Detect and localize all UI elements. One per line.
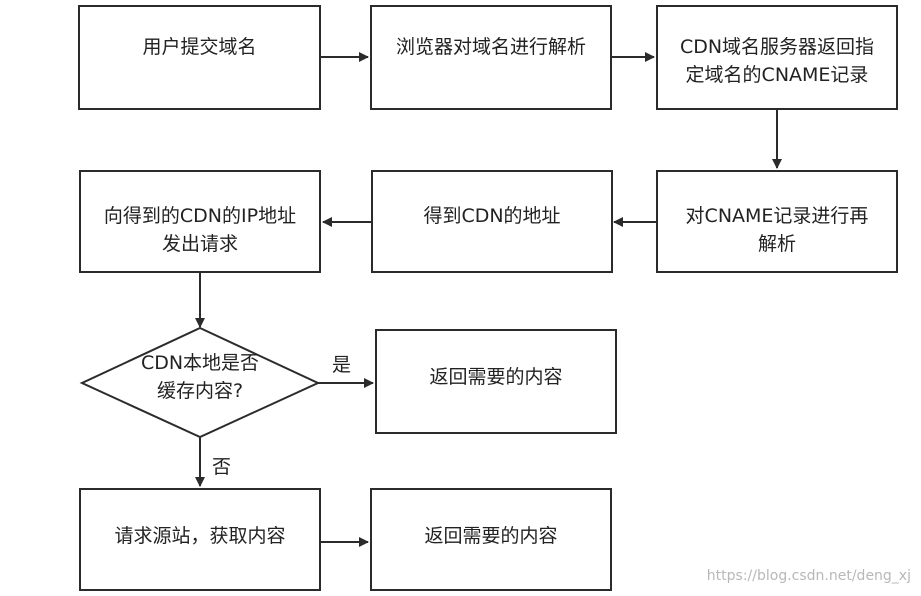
node-request-cdn-ip: 向得到的CDN的IP地址发出请求 xyxy=(79,170,321,273)
no-label: 否 xyxy=(212,456,232,478)
node-browser-parse-text: 浏览器对域名进行解析 xyxy=(395,36,586,58)
node-cdn-return-cname: CDN域名服务器返回指定域名的CNAME记录 xyxy=(656,5,898,110)
node-reparse-cname-text: 对CNAME记录进行再解析 xyxy=(685,205,869,255)
node-submit-domain-text: 用户提交域名 xyxy=(142,36,257,58)
watermark: https://blog.csdn.net/deng_xj xyxy=(706,568,911,584)
node-request-cdn-ip-text: 向得到的CDN的IP地址发出请求 xyxy=(103,205,297,255)
node-get-cdn-addr-text: 得到CDN的地址 xyxy=(423,205,561,227)
node-submit-domain: 用户提交域名 xyxy=(78,5,321,110)
node-get-cdn-addr: 得到CDN的地址 xyxy=(371,170,613,273)
node-return-content-final-text: 返回需要的内容 xyxy=(424,525,558,547)
yes-label: 是 xyxy=(332,354,352,376)
node-browser-parse: 浏览器对域名进行解析 xyxy=(370,5,612,110)
node-return-content-yes-text: 返回需要的内容 xyxy=(429,366,563,388)
node-return-content-final: 返回需要的内容 xyxy=(370,488,612,591)
node-request-origin-text: 请求源站，获取内容 xyxy=(114,525,286,547)
node-return-content-yes: 返回需要的内容 xyxy=(375,329,617,434)
node-request-origin: 请求源站，获取内容 xyxy=(79,488,321,591)
node-reparse-cname: 对CNAME记录进行再解析 xyxy=(656,170,898,273)
decision-text: CDN本地是否缓存内容? xyxy=(82,349,318,405)
decision-text-label: CDN本地是否缓存内容? xyxy=(140,352,260,402)
node-cdn-return-cname-text: CDN域名服务器返回指定域名的CNAME记录 xyxy=(679,36,875,86)
